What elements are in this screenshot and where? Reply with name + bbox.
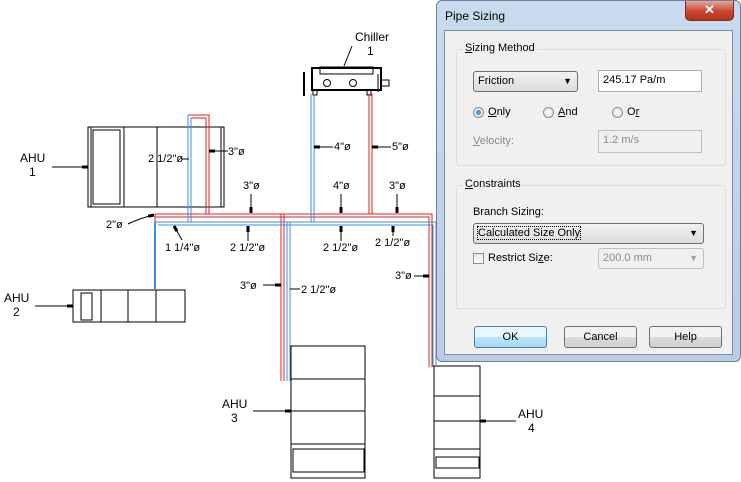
sizing-method-label: Sizing Method (463, 42, 537, 54)
sizing-method-group: Sizing Method Friction ▼ 245.17 Pa/m Onl… (456, 42, 726, 166)
constraints-group: Constraints Branch Sizing: Calculated Si… (456, 178, 726, 309)
constraints-label: Constraints (463, 178, 523, 190)
close-icon: ✕ (704, 2, 715, 17)
ahu-4-number: 4 (528, 421, 535, 435)
sizing-method-value: Friction (478, 75, 515, 87)
ahu-2-label: AHU (4, 291, 29, 305)
label-chiller-supply: 4"ø (334, 141, 351, 153)
label-main-bottom-left: 2 1/2"ø (230, 242, 265, 254)
dropdown-arrow-icon: ▼ (689, 253, 698, 263)
radio-indicator-checked (473, 106, 484, 118)
ahu-2[interactable] (72, 289, 186, 323)
friction-input[interactable]: 245.17 Pa/m (598, 70, 702, 92)
ahu-2-number: 2 (13, 305, 20, 319)
branch-sizing-value: Calculated Size Only (476, 226, 582, 240)
close-button[interactable]: ✕ (685, 1, 734, 21)
ok-button[interactable]: OK (474, 326, 547, 348)
dialog-body: Sizing Method Friction ▼ 245.17 Pa/m Onl… (444, 30, 733, 355)
label-main-top-mid: 4"ø (333, 180, 350, 192)
restrict-size-value: 200.0 mm (603, 252, 652, 264)
help-button[interactable]: Help (649, 326, 722, 348)
restrict-size-checkbox[interactable]: Restrict Size: (473, 252, 553, 264)
label-ahu1-supply: 2 1/2"ø (148, 153, 183, 165)
ahu-1[interactable] (87, 126, 225, 208)
label-ahu1-return: 3"ø (228, 146, 245, 158)
velocity-label: Velocity: (473, 135, 514, 147)
radio-and[interactable]: And (543, 106, 578, 118)
radio-only[interactable]: Only (473, 106, 511, 118)
label-ahu1-branch: 2"ø (106, 219, 123, 231)
cancel-button[interactable]: Cancel (564, 326, 637, 348)
restrict-size-select[interactable]: 200.0 mm ▼ (598, 248, 704, 269)
checkbox-indicator (473, 252, 484, 264)
pipe-size-labels: 2 1/2"ø 3"ø 2"ø 1 1/4"ø 3"ø 2 1/2"ø 4"ø … (106, 141, 429, 296)
chiller-label: Chiller (355, 30, 389, 44)
ahu-1-label: AHU (20, 151, 45, 165)
radio-indicator (612, 106, 623, 118)
velocity-input[interactable]: 1.2 m/s (598, 130, 702, 153)
ahu-1-number: 1 (29, 165, 36, 179)
label-main-bottom-mid: 2 1/2"ø (323, 242, 358, 254)
dropdown-arrow-icon: ▼ (563, 76, 572, 86)
sizing-method-select[interactable]: Friction ▼ (473, 71, 578, 92)
ahu-3-number: 3 (231, 411, 238, 425)
label-ahu3-supply: 2 1/2"ø (301, 284, 336, 296)
label-ahu4-return: 3"ø (395, 270, 412, 282)
ahu-4[interactable] (433, 365, 481, 479)
dialog-title: Pipe Sizing (445, 9, 506, 23)
radio-indicator (543, 106, 554, 118)
label-main-top-left: 3"ø (243, 180, 260, 192)
return-piping (154, 94, 433, 381)
branch-sizing-select[interactable]: Calculated Size Only ▼ (473, 223, 704, 244)
dropdown-arrow-icon: ▼ (689, 228, 698, 238)
ahu-4-label: AHU (518, 407, 543, 421)
label-main-top-right: 3"ø (389, 180, 406, 192)
label-ahu2-branch: 1 1/4"ø (165, 242, 200, 254)
ahu-3-label: AHU (222, 397, 247, 411)
pipe-sizing-dialog: Pipe Sizing ✕ Sizing Method Friction ▼ 2… (436, 0, 741, 362)
ahu-3[interactable] (290, 345, 366, 479)
label-chiller-return: 5"ø (392, 141, 409, 153)
radio-or[interactable]: Or (612, 106, 639, 118)
chiller-number: 1 (367, 44, 374, 58)
chiller-1[interactable] (303, 66, 390, 96)
label-ahu3-return: 3"ø (240, 280, 257, 292)
branch-sizing-label: Branch Sizing: (473, 206, 544, 218)
chiller-leader (343, 45, 353, 67)
label-main-bottom-right: 2 1/2"ø (375, 237, 410, 249)
